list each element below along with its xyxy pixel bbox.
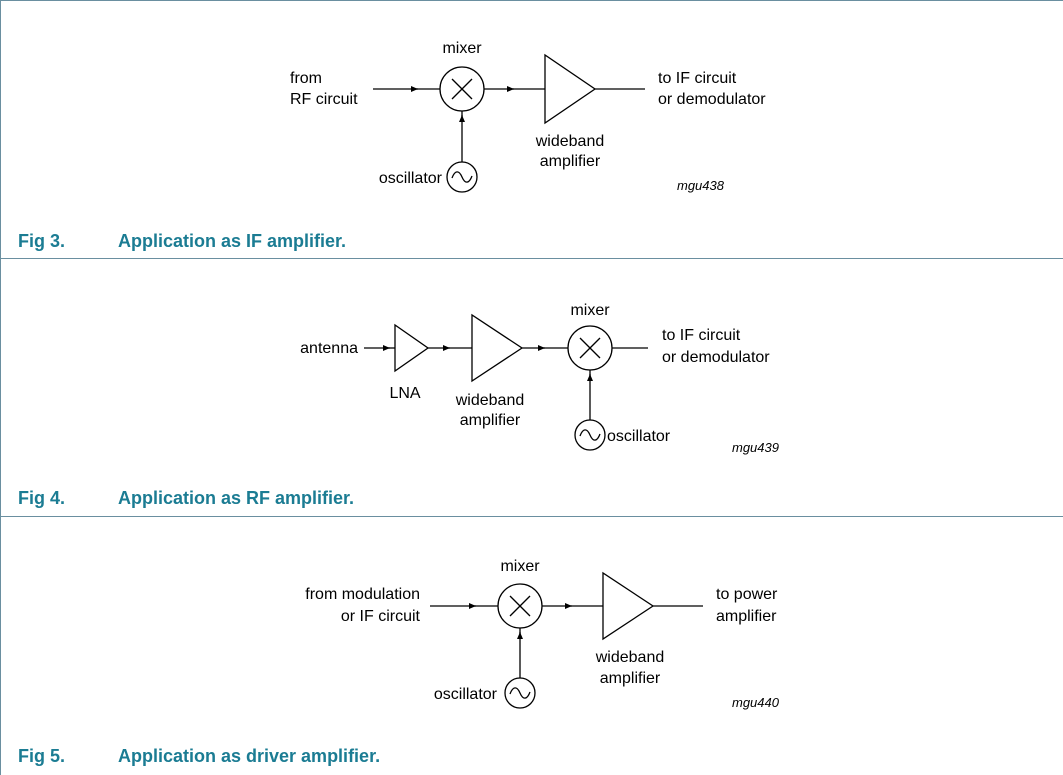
fig4-number: Fig 4.	[18, 488, 66, 508]
left-border	[0, 0, 1, 775]
fig3-diagram	[373, 53, 645, 193]
fig3-input-label-1: from	[290, 70, 322, 87]
fig5-input-label-1: from modulation	[305, 586, 420, 603]
fig5-number: Fig 5.	[18, 746, 66, 766]
fig4-title: Application as RF amplifier.	[118, 488, 355, 508]
fig5-output-label-2: amplifier	[716, 608, 777, 625]
fig4-caption: Fig 4. Application as RF amplifier.	[18, 488, 354, 509]
fig5-code: mgu440	[732, 695, 780, 710]
fig5-amplifier-symbol	[602, 571, 655, 641]
fig4-diagram	[364, 313, 648, 451]
fig3-amplifier-symbol	[544, 53, 597, 125]
fig3-code: mgu438	[677, 178, 725, 193]
fig3-output-label-1: to IF circuit	[658, 70, 737, 87]
fig3-mixer-label: mixer	[442, 40, 482, 57]
fig4-code: mgu439	[732, 440, 779, 455]
fig4-output-label-2: or demodulator	[662, 349, 770, 366]
fig4-labels: antenna LNA wideband amplifier mixer to …	[300, 302, 779, 455]
fig3-labels: mixer from RF circuit to IF circuit or d…	[290, 40, 766, 193]
divider-top	[0, 0, 1063, 1]
fig3-input-label-2: RF circuit	[290, 91, 358, 108]
fig3-number: Fig 3.	[18, 231, 66, 251]
fig4-amp-label-2: amplifier	[460, 412, 521, 429]
fig4-oscillator-symbol	[574, 419, 606, 451]
fig4-osc-label: oscillator	[607, 428, 671, 445]
fig5-title: Application as driver amplifier.	[118, 746, 381, 766]
fig3-oscillator-symbol	[446, 161, 478, 193]
fig4-lna-symbol	[394, 323, 430, 373]
fig5-oscillator-symbol	[504, 677, 536, 709]
fig3-amp-label-2: amplifier	[540, 153, 601, 170]
divider-fig4	[0, 516, 1063, 517]
fig5-labels: mixer from modulation or IF circuit to p…	[305, 558, 779, 710]
fig4-output-label-1: to IF circuit	[662, 327, 741, 344]
fig4-input-label: antenna	[300, 340, 358, 357]
fig5-mixer-label: mixer	[500, 558, 540, 575]
fig5-diagram	[430, 571, 703, 709]
fig3-amp-label-1: wideband	[535, 133, 605, 150]
fig5-amp-label-1: wideband	[595, 649, 665, 666]
fig5-output-label-1: to power	[716, 586, 778, 603]
fig4-mixer-label: mixer	[570, 302, 610, 319]
fig3-title: Application as IF amplifier.	[118, 231, 347, 251]
fig5-input-label-2: or IF circuit	[341, 608, 421, 625]
fig4-amp-label-1: wideband	[455, 392, 525, 409]
divider-fig3	[0, 258, 1063, 259]
fig4-amplifier-symbol	[471, 313, 524, 383]
fig5-osc-label: oscillator	[434, 686, 498, 703]
fig5-amp-label-2: amplifier	[600, 670, 661, 687]
fig3-osc-label: oscillator	[379, 170, 443, 187]
fig3-caption: Fig 3. Application as IF amplifier.	[18, 231, 346, 252]
fig4-lna-label: LNA	[389, 385, 420, 402]
fig5-caption: Fig 5. Application as driver amplifier.	[18, 746, 380, 767]
fig3-output-label-2: or demodulator	[658, 91, 766, 108]
